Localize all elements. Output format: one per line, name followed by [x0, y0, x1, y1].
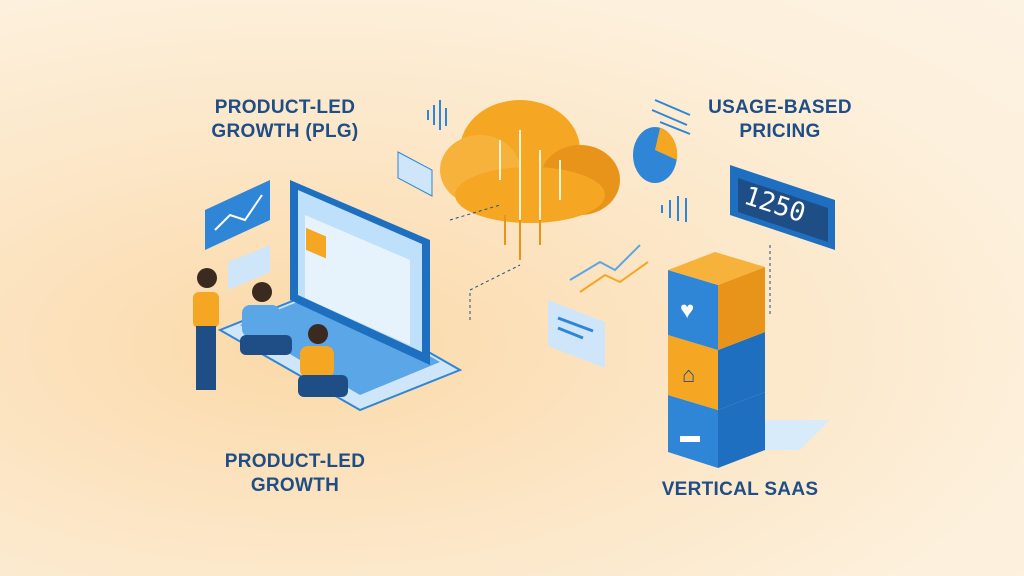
- plg-bottom-line2: GROWTH: [250, 475, 340, 496]
- usage-based-pricing-label: USAGE-BASED PRICING: [700, 96, 860, 144]
- bank-icon: ⌂: [682, 362, 695, 387]
- bars-icon-2: [661, 196, 687, 222]
- usage-line1: USAGE-BASED: [708, 97, 852, 118]
- plg-bottom-label: PRODUCT-LED GROWTH: [200, 450, 390, 498]
- dashed-connector: [449, 204, 521, 320]
- vertical-blocks: ♥ ⌂ ▬: [668, 252, 830, 468]
- usage-counter: 1250: [730, 165, 835, 250]
- bar-card-icon: [228, 245, 270, 290]
- truck-icon: ▬: [680, 425, 700, 447]
- truck-block: [668, 395, 718, 468]
- trend-line: [569, 244, 641, 281]
- doc-card-icon: [397, 151, 433, 197]
- vertical-saas-label: VERTICAL SAAS: [661, 479, 819, 500]
- usage-line2: PRICING: [739, 121, 821, 142]
- cloud-icon: [440, 100, 620, 260]
- plg-top-line2: GROWTH (PLG): [211, 121, 359, 142]
- plg-top-line1: PRODUCT-LED: [214, 97, 356, 118]
- plg-top-label: PRODUCT-LED GROWTH (PLG): [190, 96, 380, 144]
- pie-chart-icon: [633, 127, 678, 183]
- bank-block: [668, 335, 718, 410]
- text-lines-icon: [651, 99, 691, 135]
- chart-card-icon: [205, 180, 270, 250]
- bars-icon: [427, 100, 447, 130]
- heart-icon: ♥: [680, 297, 694, 324]
- health-block: [668, 270, 718, 350]
- people-illustration: [193, 268, 348, 397]
- plg-bottom-line1: PRODUCT-LED: [224, 451, 366, 472]
